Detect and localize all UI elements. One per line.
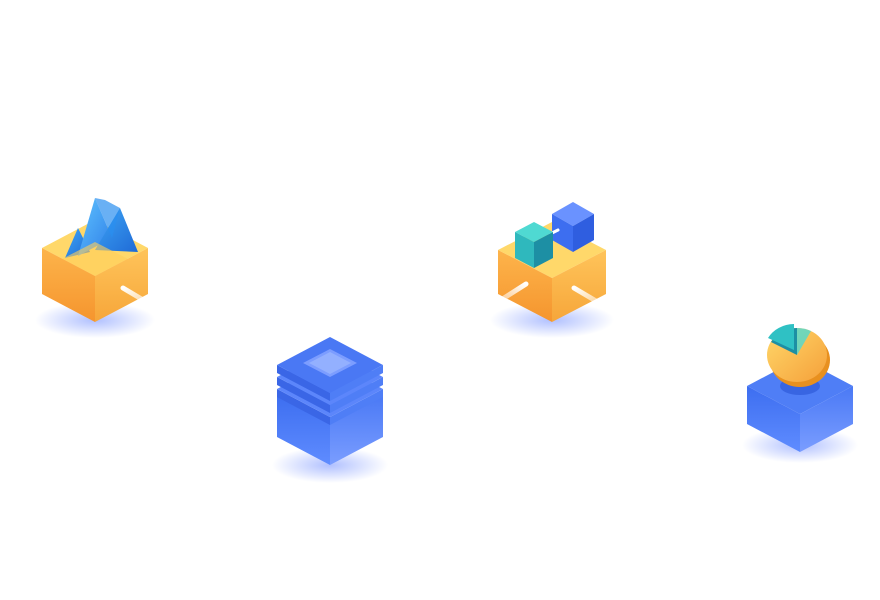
cubes-box-icon — [479, 202, 621, 338]
mountain-box-icon — [35, 198, 173, 338]
server-stack-icon — [272, 337, 388, 483]
pie-chart-pedestal-icon — [742, 324, 858, 463]
